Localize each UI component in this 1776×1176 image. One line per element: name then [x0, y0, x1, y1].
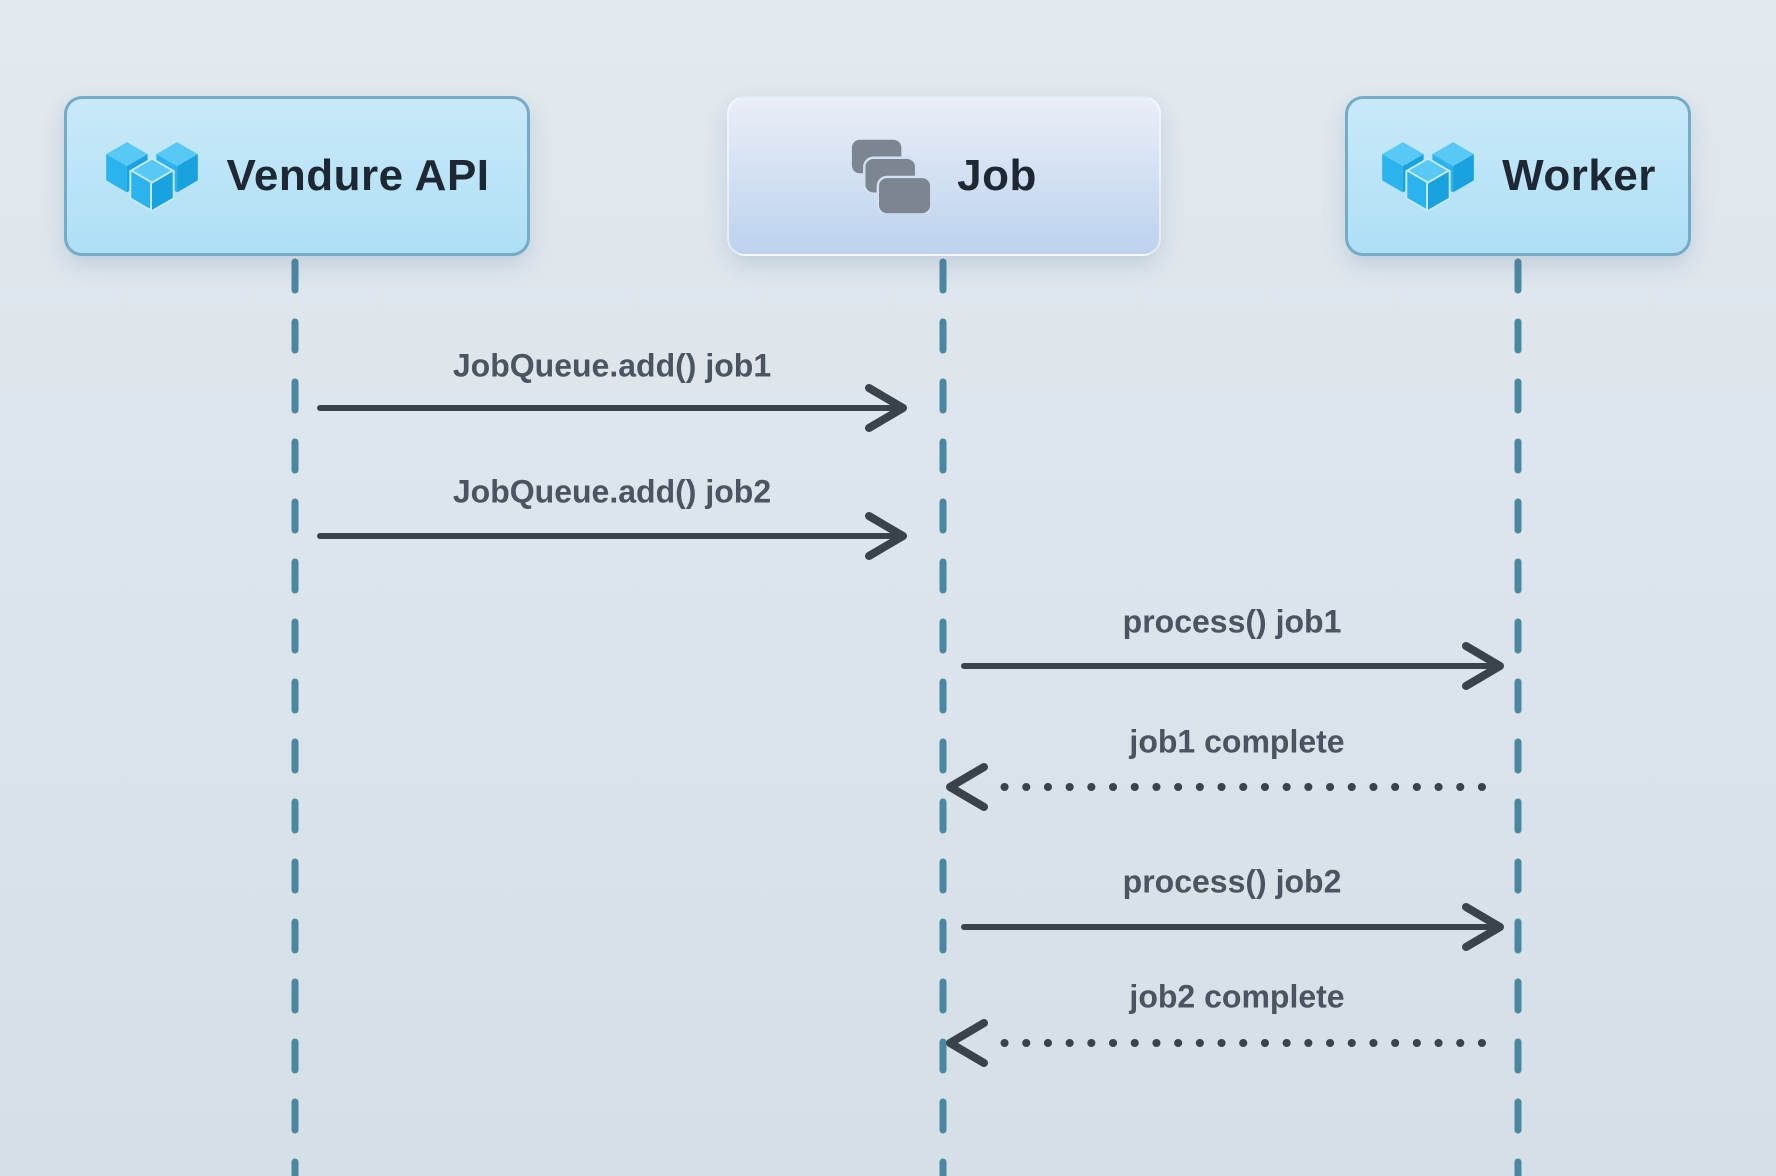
stack-icon — [852, 139, 932, 214]
actor-label-worker: Worker — [1502, 151, 1656, 200]
message-arrow-process-job1 — [961, 642, 1504, 690]
actor-label-vendure-api: Vendure API — [226, 151, 490, 200]
message-arrow-jobqueue-add-job2 — [317, 512, 907, 560]
actor-worker: Worker — [1345, 96, 1691, 256]
message-label-job2-complete: job2 complete — [1129, 978, 1345, 1015]
message-label-jobqueue-add-job1: JobQueue.add() job1 — [452, 347, 772, 384]
message-arrow-job2-complete — [946, 1019, 1486, 1067]
cube-front — [129, 157, 176, 212]
message-arrow-process-job2 — [961, 903, 1504, 951]
actor-label-job: Job — [957, 151, 1037, 200]
vendure-logo-icon — [106, 142, 199, 212]
message-arrow-job1-complete — [946, 763, 1486, 811]
vendure-logo-icon — [1382, 142, 1474, 212]
message-arrow-jobqueue-add-job1 — [317, 384, 907, 432]
actor-vendure-api: Vendure API — [64, 96, 530, 256]
cube-front — [1405, 157, 1451, 212]
message-label-job1-complete: job1 complete — [1129, 723, 1345, 760]
actor-job: Job — [727, 96, 1161, 256]
message-label-process-job2: process() job2 — [1122, 863, 1342, 900]
message-label-process-job1: process() job1 — [1122, 603, 1342, 640]
message-label-jobqueue-add-job2: JobQueue.add() job2 — [452, 473, 772, 510]
